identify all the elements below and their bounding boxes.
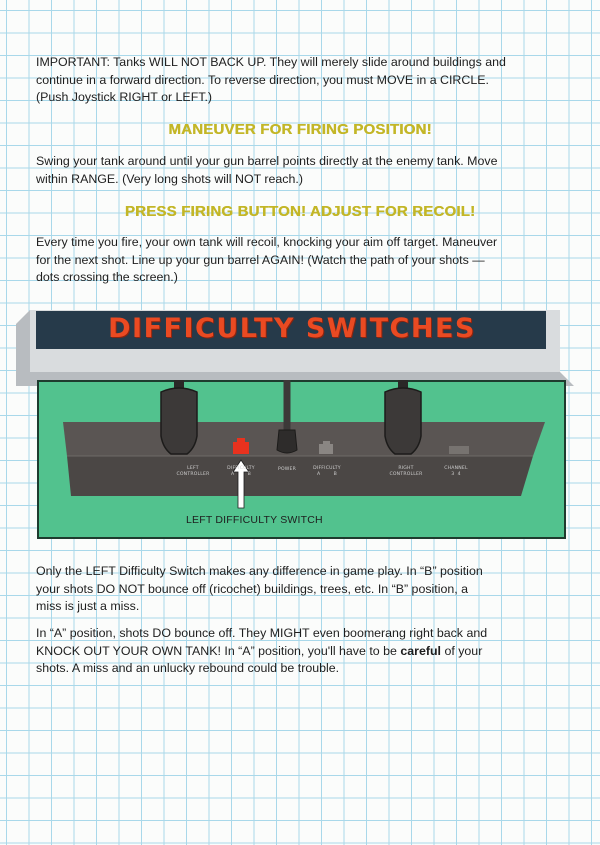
careful-emphasis: careful	[400, 643, 441, 658]
channel-label: CHANNEL 3 4	[444, 466, 468, 477]
intro-line: IMPORTANT: Tanks WILL NOT BACK UP. They …	[36, 55, 506, 69]
console-top	[63, 422, 545, 456]
console-front	[67, 456, 533, 496]
left-switch-line: your shots DO NOT bounce off (ricochet) …	[36, 581, 469, 596]
left-difficulty-switch	[233, 442, 249, 454]
right-difficulty-switch	[319, 444, 333, 454]
maneuver-line: within RANGE. (Very long shots will NOT …	[36, 171, 303, 186]
left-difficulty-label: DIFFICULTY A B	[227, 466, 255, 477]
banner-shadow	[16, 310, 574, 386]
position-a-line: shots. A miss and an unlucky rebound cou…	[36, 661, 340, 675]
power-plug	[276, 429, 298, 454]
banner-title: DIFFICULTY SWITCHES	[108, 313, 476, 344]
banner-bar	[36, 311, 546, 349]
maneuver-line: Swing your tank around until your gun ba…	[36, 154, 498, 168]
left-controller-plug	[160, 387, 198, 455]
channel-switch	[449, 446, 469, 454]
left-controller-label: LEFT CONTROLLER	[176, 466, 210, 477]
left-difficulty-switch-callout: LEFT DIFFICULTY SWITCH	[186, 514, 323, 526]
left-switch-line: miss is just a miss.	[36, 599, 140, 613]
position-a-line-start: KNOCK OUT YOUR OWN TANK! In “A” position…	[36, 643, 397, 658]
right-controller-plug	[384, 387, 422, 455]
recoil-line: for the next shot. Line up your gun barr…	[36, 252, 485, 267]
intro-line: (Push Joystick RIGHT or LEFT.)	[36, 90, 213, 104]
power-label: POWER	[277, 467, 297, 472]
maneuver-heading: MANEUVER FOR FIRING POSITION!	[168, 121, 432, 138]
callout-arrow	[232, 459, 250, 509]
recoil-line: dots crossing the screen.)	[36, 270, 178, 284]
recoil-line: Every time you fire, your own tank will …	[36, 235, 498, 249]
firing-heading: PRESS FIRING BUTTON! ADJUST FOR RECOIL!	[124, 203, 476, 220]
console-diagram	[63, 380, 545, 509]
right-difficulty-label: DIFFICULTY A B	[313, 466, 341, 477]
position-a-line: KNOCK OUT YOUR OWN TANK! In “A” position…	[36, 643, 566, 661]
position-a-paragraph: In “A” position, shots DO bounce off. Th…	[36, 625, 566, 678]
maneuver-paragraph: Swing your tank around until your gun ba…	[36, 153, 566, 188]
left-switch-paragraph: Only the LEFT Difficulty Switch makes an…	[36, 563, 566, 616]
intro-line: continue in a forward direction. To reve…	[36, 72, 489, 87]
right-difficulty-switch-knob	[323, 441, 330, 446]
intro-paragraph: IMPORTANT: Tanks WILL NOT BACK UP. They …	[36, 54, 566, 107]
recoil-paragraph: Every time you fire, your own tank will …	[36, 234, 566, 287]
position-a-line: In “A” position, shots DO bounce off. Th…	[36, 626, 488, 640]
section-banner	[16, 310, 574, 386]
left-difficulty-switch-knob	[237, 438, 245, 444]
position-a-line-end: of your	[441, 643, 483, 658]
left-switch-line: Only the LEFT Difficulty Switch makes an…	[36, 564, 483, 578]
right-controller-label: RIGHT CONTROLLER	[389, 466, 423, 477]
